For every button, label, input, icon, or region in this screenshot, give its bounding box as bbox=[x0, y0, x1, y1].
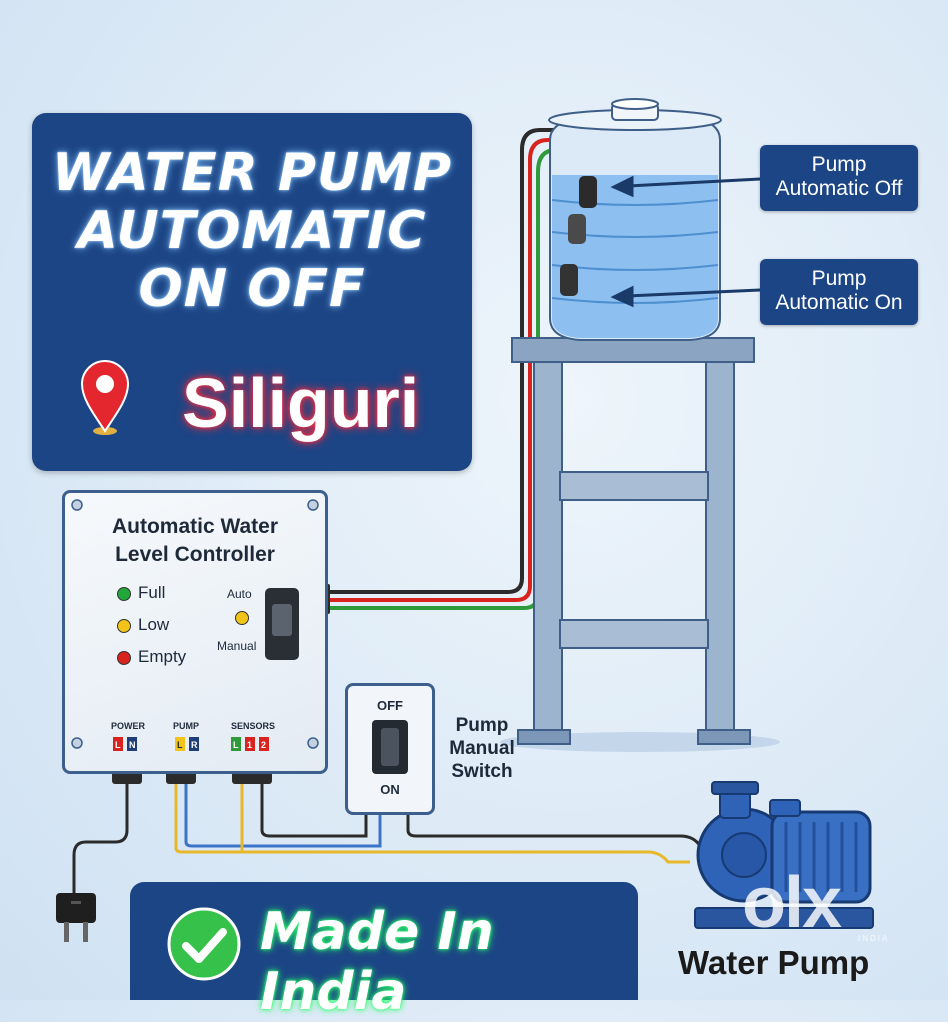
caption-line-1: Pump bbox=[455, 715, 509, 736]
toggle-knob bbox=[272, 604, 292, 636]
diagram-canvas: WATER PUMP AUTOMATIC ON OFF Siliguri Pum… bbox=[32, 98, 918, 1022]
label-full: Full bbox=[138, 583, 166, 602]
terminal-pump-l: L bbox=[177, 740, 183, 750]
terminal-power-l: L bbox=[115, 740, 121, 750]
water-pump-label: Water Pump bbox=[678, 944, 870, 981]
manual-switch-caption: Pump Manual Switch bbox=[442, 714, 522, 783]
led-auto-icon bbox=[235, 611, 249, 625]
terminal-group-pump: PUMP bbox=[173, 721, 200, 731]
callout-on-line-2: Automatic On bbox=[775, 291, 903, 314]
water-tank bbox=[548, 98, 722, 341]
switch-off-label: OFF bbox=[377, 698, 403, 713]
made-in-india-text: Made In India bbox=[260, 902, 494, 1022]
led-full-icon bbox=[117, 587, 131, 601]
title-panel: WATER PUMP AUTOMATIC ON OFF Siliguri bbox=[32, 113, 472, 471]
callout-off-line-1: Pump bbox=[811, 153, 867, 176]
terminal-sensor-1: 1 bbox=[247, 740, 253, 750]
switch-on-label: ON bbox=[380, 782, 400, 797]
bottom-wires bbox=[72, 784, 702, 895]
callout-on-line-1: Pump bbox=[811, 267, 867, 290]
olx-watermark-logo: olx bbox=[742, 863, 842, 943]
rocker-knob bbox=[381, 728, 399, 766]
controller-title-line-1: Automatic Water bbox=[111, 515, 279, 538]
made-in-india-panel: Made In India bbox=[130, 882, 638, 1022]
terminal-group-power: POWER bbox=[111, 721, 146, 731]
title-line-2: AUTOMATIC bbox=[77, 201, 427, 261]
map-pin-icon bbox=[80, 360, 130, 435]
controller-title-line-2: Level Controller bbox=[115, 543, 275, 566]
diagram-graphics bbox=[56, 98, 874, 942]
label-low: Low bbox=[138, 615, 170, 634]
callout-automatic-on: Pump Automatic On bbox=[760, 259, 918, 325]
checkmark-icon bbox=[167, 907, 241, 981]
terminal-blocks bbox=[113, 737, 269, 751]
callout-off-line-2: Automatic Off bbox=[775, 177, 903, 200]
terminal-sensor-l: L bbox=[233, 740, 239, 750]
callout-arrows bbox=[610, 175, 761, 308]
tank-stand bbox=[511, 337, 755, 745]
mode-manual-label: Manual bbox=[217, 639, 257, 653]
terminal-power-n: N bbox=[129, 740, 136, 750]
callout-automatic-off: Pump Automatic Off bbox=[760, 145, 918, 211]
power-plug bbox=[56, 893, 96, 942]
mode-auto-label: Auto bbox=[227, 587, 252, 601]
caption-line-2: Manual bbox=[449, 738, 515, 759]
led-empty-icon bbox=[117, 651, 131, 665]
water-pump bbox=[694, 781, 874, 929]
location-text: Siliguri bbox=[182, 364, 420, 442]
title-line-3: ON OFF bbox=[138, 259, 366, 319]
caption-line-3: Switch bbox=[451, 761, 513, 782]
olx-watermark-sub: INDIA bbox=[858, 934, 890, 943]
terminal-group-sensors: SENSORS bbox=[231, 721, 276, 731]
title-line-1: WATER PUMP bbox=[51, 143, 453, 203]
screw-icons bbox=[71, 499, 319, 749]
manual-switch-box: OFF ON bbox=[345, 683, 435, 815]
terminal-pump-r: R bbox=[191, 740, 198, 750]
manual-rocker-switch[interactable] bbox=[372, 720, 408, 774]
label-empty: Empty bbox=[138, 647, 187, 666]
led-low-icon bbox=[117, 619, 131, 633]
terminal-sensor-2: 2 bbox=[261, 740, 267, 750]
mode-toggle-switch[interactable] bbox=[265, 588, 299, 660]
level-controller-box: Automatic Water Level Controller Full Lo… bbox=[62, 490, 328, 774]
